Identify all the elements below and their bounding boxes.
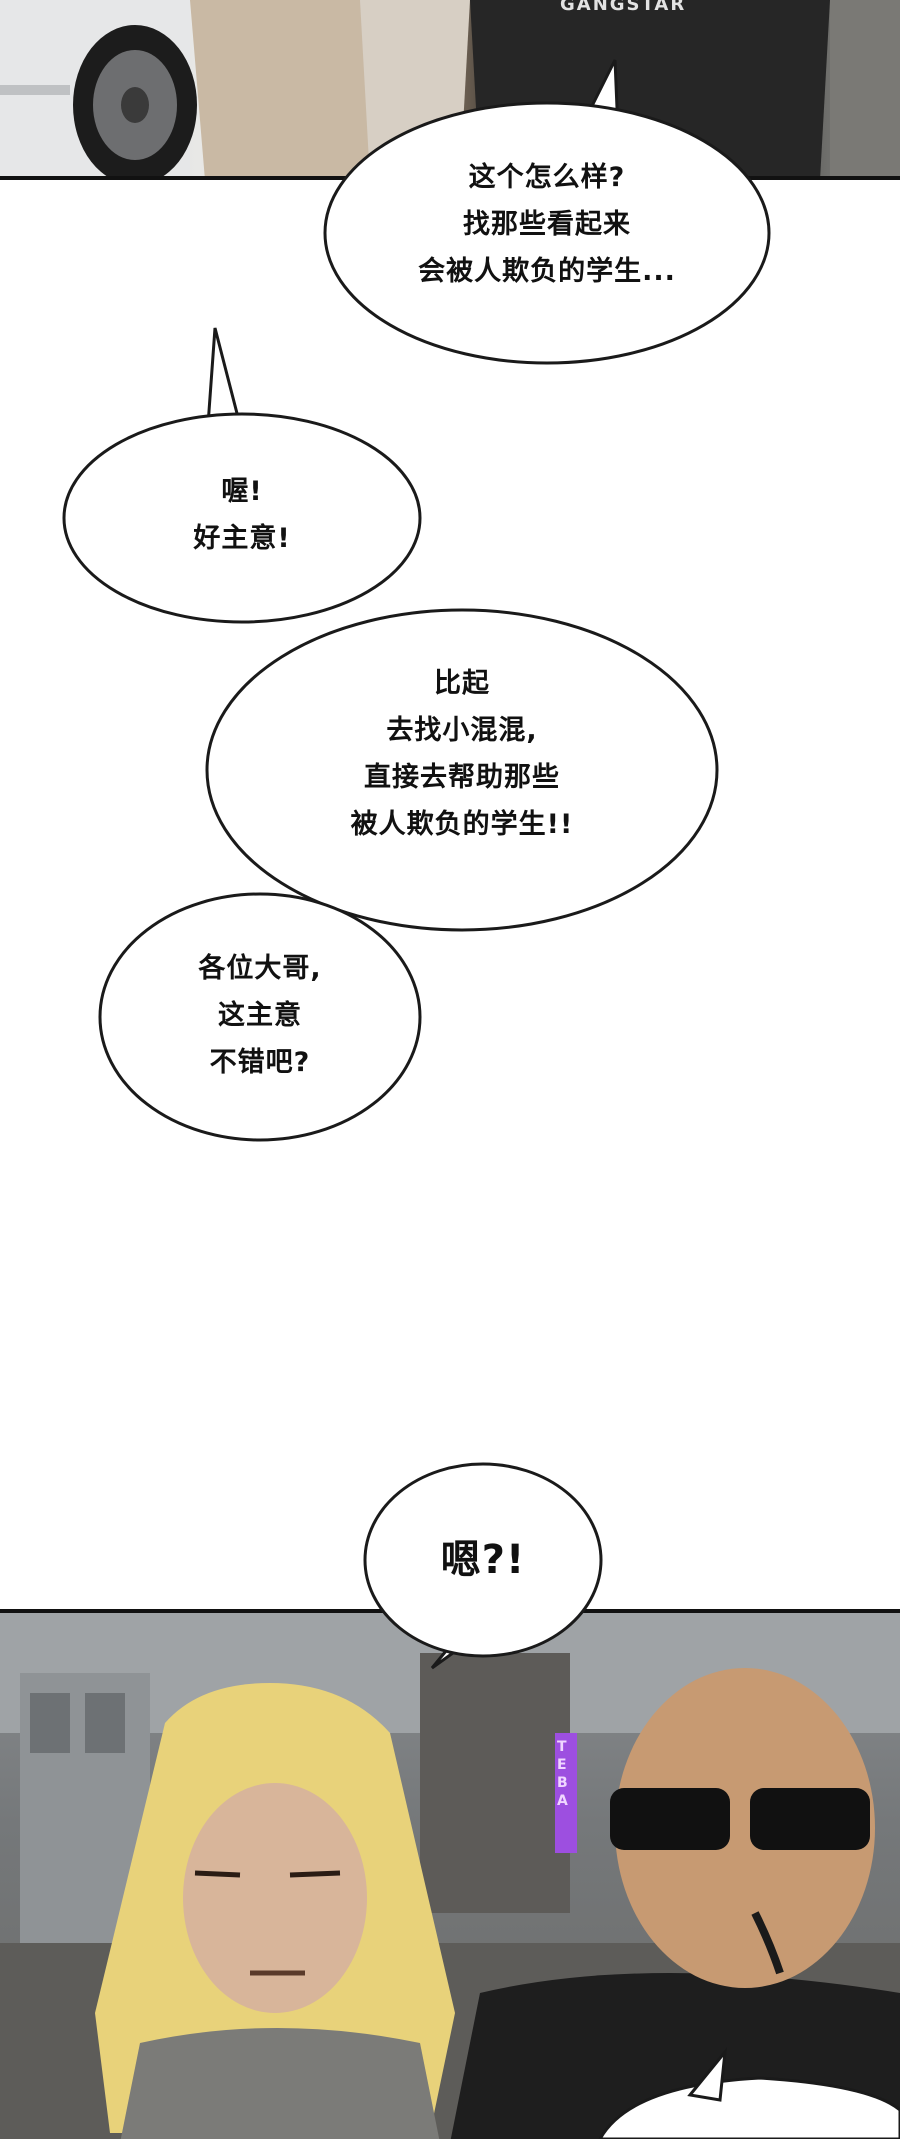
speech-bubble-6-tail xyxy=(687,2047,728,2102)
bubble-3-line-4: 被人欺负的学生!! xyxy=(350,809,574,840)
sunglasses-left-lens xyxy=(610,1788,730,1850)
speech-bubble-4 xyxy=(98,892,422,1142)
speech-bubble-5 xyxy=(363,1462,603,1658)
person-legs-left xyxy=(190,0,370,176)
bubble-4-line-2: 这主意 xyxy=(218,1000,302,1031)
sunglasses-right-lens xyxy=(750,1788,870,1850)
bottom-panel-art xyxy=(0,1613,900,2139)
bald-man-head xyxy=(615,1668,875,1988)
bubble-3-line-3: 直接去帮助那些 xyxy=(364,762,560,793)
bubble-1-line-1: 这个怎么样? xyxy=(468,162,626,193)
window-2 xyxy=(85,1693,125,1753)
bubble-2-line-1: 喔! xyxy=(221,476,263,507)
blonde-man-face xyxy=(183,1783,367,2013)
top-comic-panel: GANGSTAR xyxy=(0,0,900,180)
speech-bubble-1 xyxy=(323,101,771,365)
neon-sign xyxy=(555,1733,577,1853)
goatee xyxy=(751,1911,784,1975)
right-eye xyxy=(289,1870,341,1878)
bubble-1-line-2: 找那些看起来 xyxy=(463,209,631,240)
speech-bubble-5-text: 嗯?! xyxy=(393,1530,573,1590)
speech-bubble-1-text: 这个怎么样? 找那些看起来 会被人欺负的学生... xyxy=(347,154,747,295)
neon-sign-text: TEBA xyxy=(557,1739,568,1809)
speech-bubble-6-partial xyxy=(598,2076,900,2139)
car-wheel-hub xyxy=(121,87,149,123)
speech-bubble-2-tail xyxy=(206,327,242,427)
bubble-4-line-1: 各位大哥, xyxy=(198,953,322,984)
bubble-3-line-1: 比起 xyxy=(434,668,490,699)
speech-bubble-2-text: 喔! 好主意! xyxy=(92,468,392,562)
car-trim xyxy=(0,85,70,95)
bubble-1-line-3: 会被人欺负的学生... xyxy=(418,256,676,287)
street-background xyxy=(830,0,900,176)
speech-bubble-3 xyxy=(205,608,719,932)
street-shops xyxy=(420,1653,570,1913)
shirt-logo-text: GANGSTAR xyxy=(560,0,687,15)
bubble-3-line-2: 去找小混混, xyxy=(386,715,538,746)
bubble-2-line-2: 好主意! xyxy=(193,523,291,554)
bottom-comic-panel: TEBA xyxy=(0,1609,900,2139)
speech-bubble-2 xyxy=(62,412,422,624)
grey-shirt xyxy=(120,2028,440,2139)
speech-bubble-4-text: 各位大哥, 这主意 不错吧? xyxy=(110,945,410,1086)
window-1 xyxy=(30,1693,70,1753)
left-eye xyxy=(194,1870,241,1878)
bubble-5-line-1: 嗯?! xyxy=(440,1537,526,1583)
bubble-4-line-3: 不错吧? xyxy=(209,1047,311,1078)
speech-bubble-3-text: 比起 去找小混混, 直接去帮助那些 被人欺负的学生!! xyxy=(262,660,662,848)
